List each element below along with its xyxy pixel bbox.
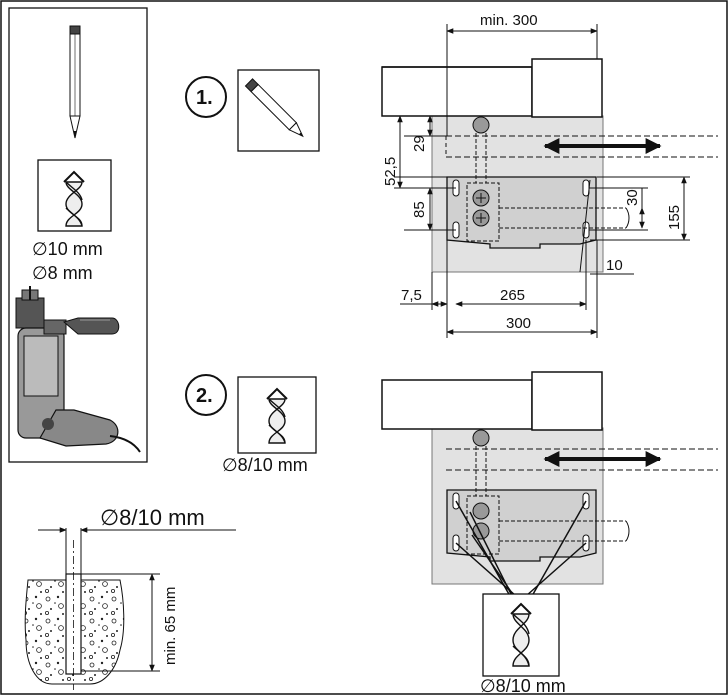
bit-size-8: ∅8 mm xyxy=(32,263,93,283)
pencil-icon xyxy=(244,78,304,138)
drill-bit-icon xyxy=(266,387,288,444)
hole-diameter: ∅8/10 mm xyxy=(100,505,205,530)
step-2-drill-caption: ∅8/10 mm xyxy=(480,676,566,695)
dim-min-300: min. 300 xyxy=(480,12,538,29)
hole-detail: ∅8/10 mm min. 65 mm xyxy=(24,505,236,690)
power-drill-icon xyxy=(15,286,141,453)
drill-bit-icon xyxy=(63,170,85,227)
hole-depth: min. 65 mm xyxy=(162,587,179,665)
step-1-dimensions: min. 300 52,5 29 85 30 155 10 7, xyxy=(382,12,690,338)
bit-size-10: ∅10 mm xyxy=(32,239,103,259)
dim-29: 29 xyxy=(411,135,428,152)
housing xyxy=(446,176,597,249)
dim-85: 85 xyxy=(411,201,428,218)
dim-265: 265 xyxy=(500,287,525,304)
beam xyxy=(381,66,533,117)
dim-30: 30 xyxy=(624,189,641,206)
step-2-number: 2. xyxy=(196,385,213,407)
step-2-badge xyxy=(185,374,227,416)
dim-155: 155 xyxy=(666,205,683,230)
tools-box xyxy=(8,7,148,463)
step-1-cabinet xyxy=(381,58,718,273)
dim-300: 300 xyxy=(506,315,531,332)
drill-bit-icon xyxy=(510,602,532,667)
dim-7-5: 7,5 xyxy=(401,287,422,304)
dim-52-5: 52,5 xyxy=(382,157,399,186)
dim-10: 10 xyxy=(606,257,623,274)
step-1-number: 1. xyxy=(196,87,213,109)
beam-end xyxy=(531,58,603,118)
pencil-icon xyxy=(69,25,81,139)
step-1-badge xyxy=(185,76,227,118)
step-2-bit-caption: ∅8/10 mm xyxy=(222,455,308,475)
step-2-cabinet xyxy=(381,371,718,597)
